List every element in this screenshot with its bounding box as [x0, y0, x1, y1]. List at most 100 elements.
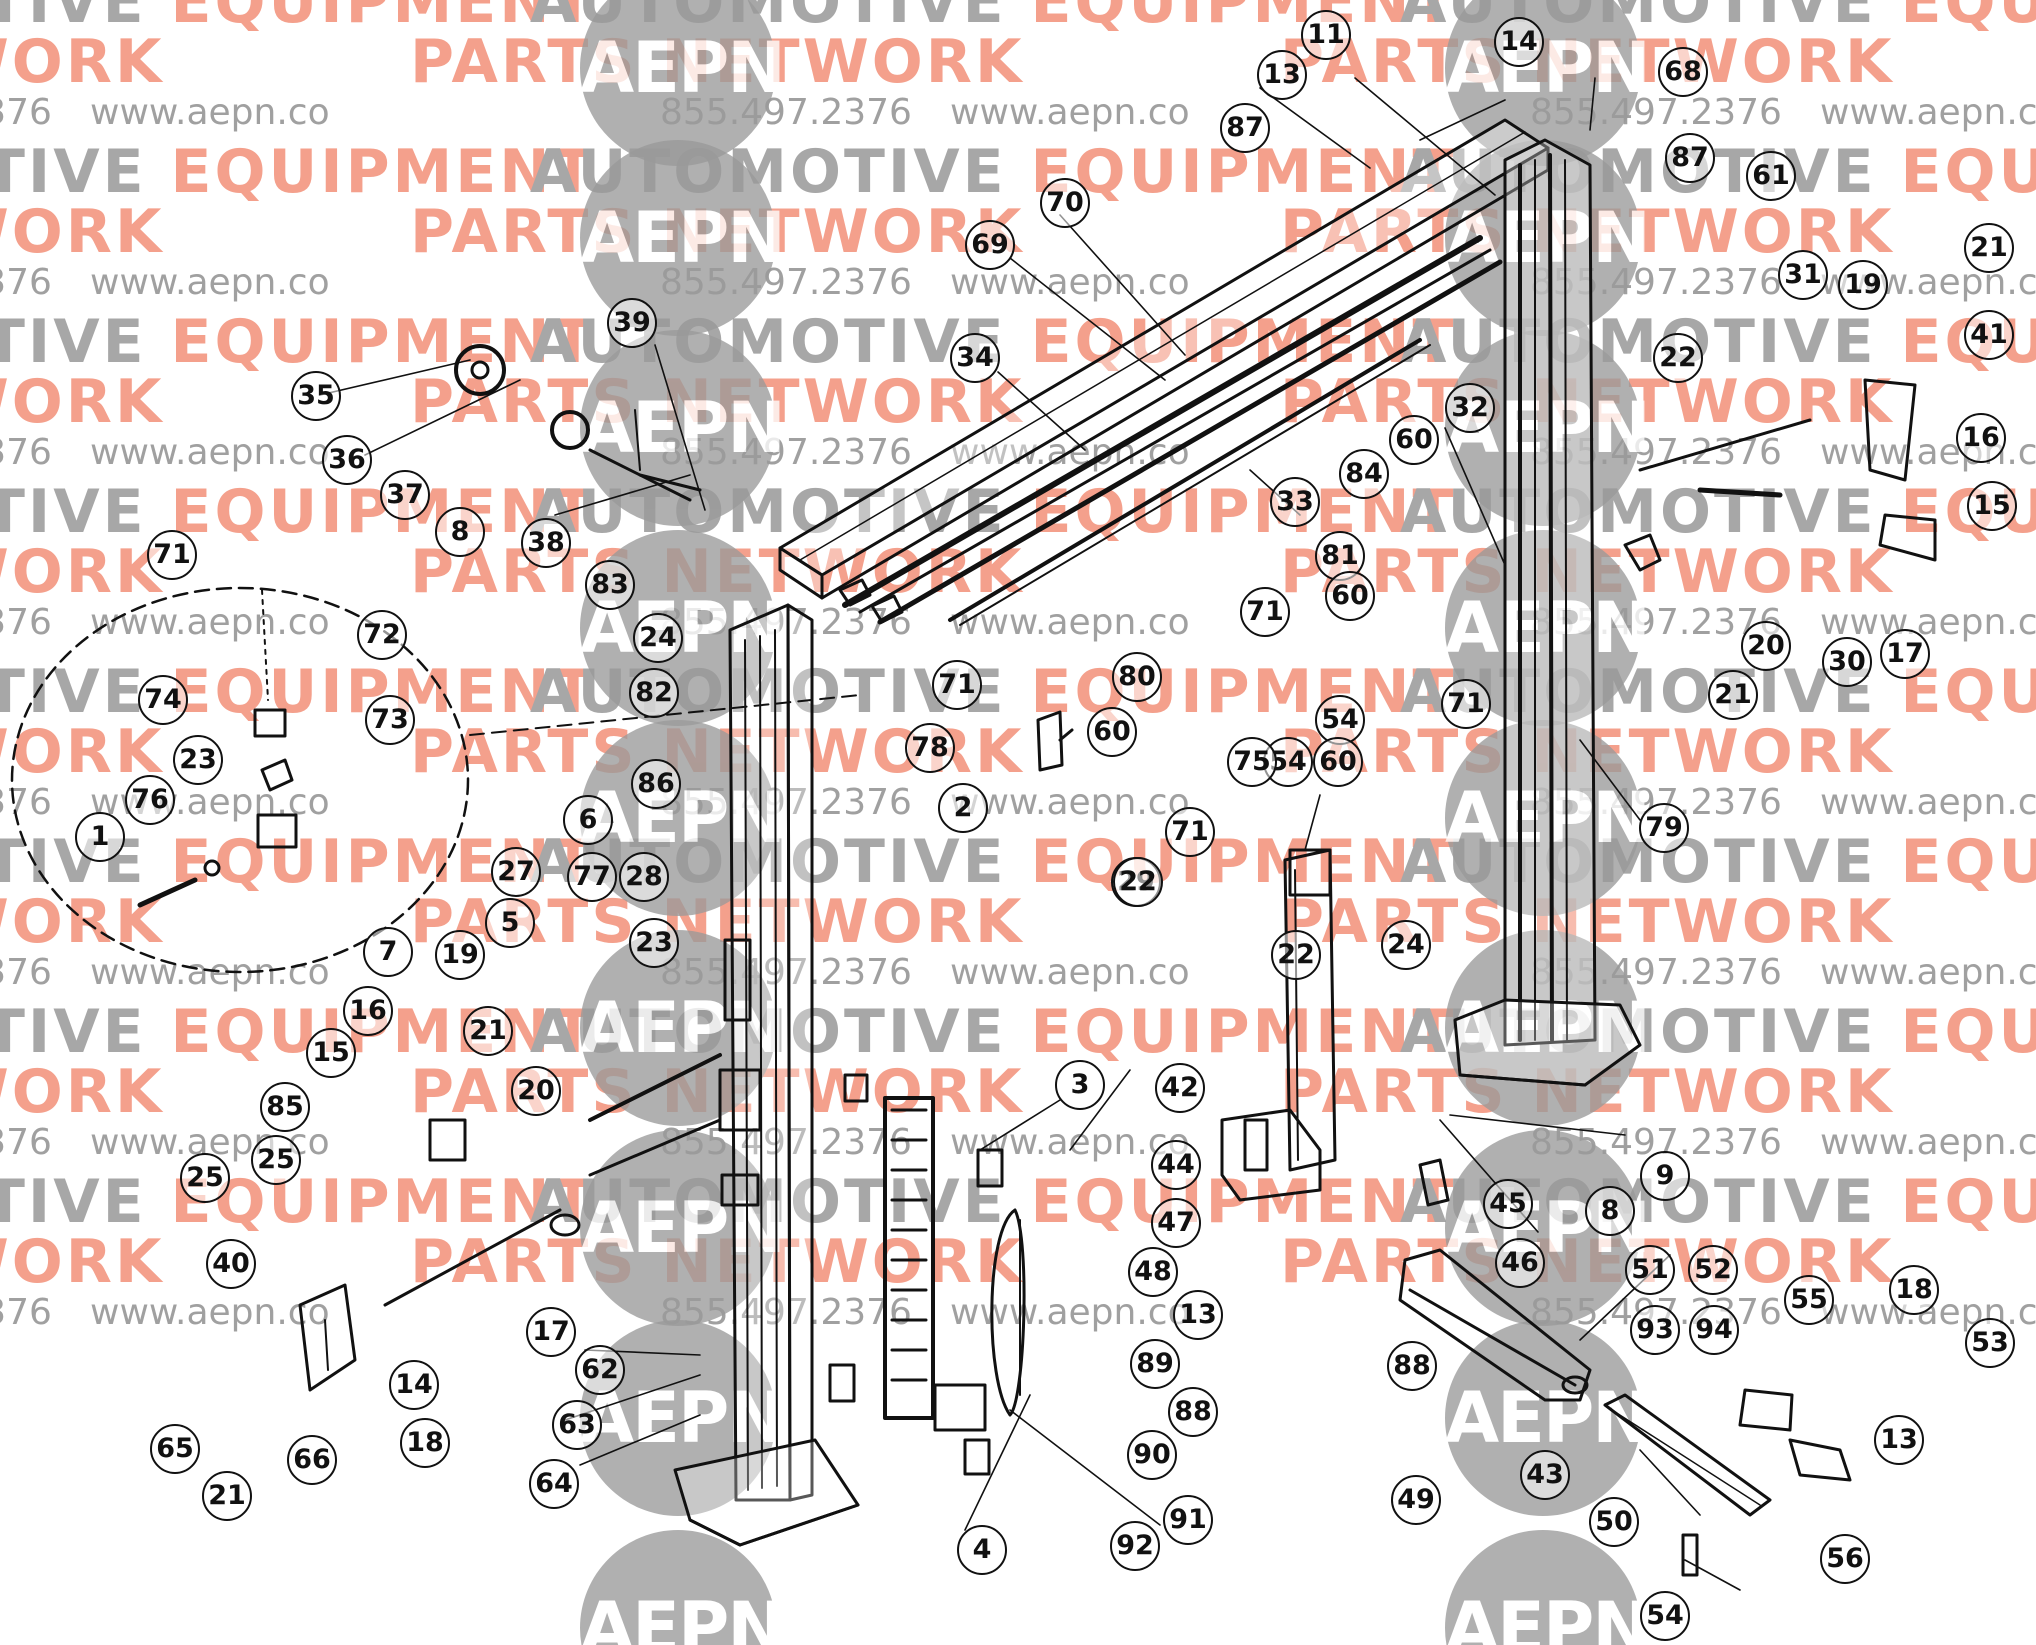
callout-31: 31: [1778, 250, 1828, 300]
callout-80: 80: [1112, 652, 1162, 702]
watermark-word-equipment: EQUIPMENT: [170, 307, 597, 377]
callout-94: 94: [1689, 1305, 1739, 1355]
aepn-logo-icon: AEPN: [580, 0, 786, 166]
watermark-line2: PARTS NETWORK: [0, 197, 165, 267]
callout-60: 60: [1087, 707, 1137, 757]
callout-11: 11: [1301, 10, 1351, 60]
callout-21: 21: [463, 1006, 513, 1056]
callout-55: 55: [1784, 1275, 1834, 1325]
watermark-website: www.aepn.co: [950, 602, 1190, 643]
callout-32: 32: [1445, 383, 1495, 433]
callout-19: 19: [1838, 260, 1888, 310]
watermark-word-automotive: AUTOMOTIVE: [0, 657, 147, 727]
callout-71: 71: [147, 530, 197, 580]
callout-92: 92: [1110, 1521, 1160, 1571]
callout-53: 53: [1965, 1318, 2015, 1368]
callout-22: 22: [1113, 857, 1163, 907]
callout-88: 88: [1387, 1341, 1437, 1391]
callout-71: 71: [932, 660, 982, 710]
watermark-line1: AUTOMOTIVE EQUIPMENT: [530, 480, 1456, 544]
callout-18: 18: [1889, 1265, 1939, 1315]
watermark-line1: AUTOMOTIVE EQUIPMENT: [0, 660, 596, 724]
watermark-website: www.aepn.co: [90, 262, 330, 303]
callout-21: 21: [1964, 223, 2014, 273]
watermark-word-equipment: EQUIPMENT: [1030, 0, 1457, 37]
callout-74: 74: [138, 675, 188, 725]
watermark-word-automotive: AUTOMOTIVE: [0, 137, 147, 207]
watermark-line2: PARTS NETWORK: [0, 717, 165, 787]
watermark-word-equipment: EQUIPMENT: [1900, 0, 2036, 37]
callout-22: 22: [1653, 333, 1703, 383]
lift-arm-right: [1398, 1158, 1772, 1517]
callout-21: 21: [1708, 670, 1758, 720]
callout-35: 35: [291, 371, 341, 421]
cable-bracket: [1036, 710, 1074, 772]
watermark-word-equipment: EQUIPMENT: [1900, 827, 2036, 897]
callout-14: 14: [1494, 17, 1544, 67]
watermark-website: www.aepn.co: [1820, 602, 2036, 643]
watermark-phone: 855.497.2376: [0, 952, 52, 993]
callout-66: 66: [287, 1435, 337, 1485]
watermark-word-equipment: EQUIPMENT: [1030, 997, 1457, 1067]
callout-56: 56: [1820, 1534, 1870, 1584]
watermark-website: www.aepn.co: [1820, 952, 2036, 993]
callout-76: 76: [125, 775, 175, 825]
callout-5: 5: [485, 898, 535, 948]
watermark-phone: 855.497.2376: [0, 92, 52, 133]
watermark-word-equipment: EQUIPMENT: [1030, 477, 1457, 547]
watermark-word-automotive: AUTOMOTIVE: [0, 0, 147, 37]
callout-40: 40: [206, 1239, 256, 1289]
callout-24: 24: [1381, 920, 1431, 970]
callout-63: 63: [552, 1400, 602, 1450]
callout-3: 3: [1055, 1060, 1105, 1110]
callout-2: 2: [938, 783, 988, 833]
watermark-line2: PARTS NETWORK: [0, 367, 165, 437]
callout-9: 9: [1640, 1151, 1690, 1201]
watermark-website: www.aepn.co: [90, 92, 330, 133]
callout-78: 78: [905, 723, 955, 773]
watermark-website: www.aepn.co: [1820, 1122, 2036, 1163]
watermark-website: www.aepn.co: [1820, 782, 2036, 823]
callout-21: 21: [202, 1471, 252, 1521]
callout-60: 60: [1325, 571, 1375, 621]
watermark-phone: 855.497.2376: [0, 1292, 52, 1333]
arm-restraint-left: [298, 1053, 722, 1392]
watermark-word-automotive: AUTOMOTIVE: [0, 997, 147, 1067]
arm-restraint-right: [1623, 378, 1937, 572]
callout-50: 50: [1589, 1497, 1639, 1547]
callout-62: 62: [575, 1345, 625, 1395]
callout-16: 16: [1956, 413, 2006, 463]
callout-45: 45: [1483, 1179, 1533, 1229]
callout-27: 27: [491, 847, 541, 897]
hose-assembly: [990, 1208, 1026, 1417]
detail-view-circle: [10, 586, 861, 974]
callout-60: 60: [1389, 415, 1439, 465]
watermark-website: www.aepn.co: [90, 602, 330, 643]
watermark-line1: AUTOMOTIVE EQUIPMENT: [0, 310, 596, 374]
callout-22: 22: [1271, 930, 1321, 980]
watermark-line2: PARTS NETWORK: [0, 27, 165, 97]
callout-28: 28: [619, 852, 669, 902]
watermark-word-equipment: EQUIPMENT: [170, 137, 597, 207]
watermark-website: www.aepn.co: [950, 1292, 1190, 1333]
callout-75: 75: [1227, 737, 1277, 787]
callout-87: 87: [1220, 103, 1270, 153]
callout-51: 51: [1625, 1245, 1675, 1295]
watermark-line2: PARTS NETWORK: [0, 1227, 165, 1297]
callout-17: 17: [526, 1307, 576, 1357]
watermark-line1: AUTOMOTIVE EQUIPMENT: [0, 140, 596, 204]
watermark-word-equipment: EQUIPMENT: [1030, 1167, 1457, 1237]
callout-37: 37: [380, 470, 430, 520]
callout-64: 64: [529, 1459, 579, 1509]
watermark-word-automotive: AUTOMOTIVE: [0, 477, 147, 547]
callout-47: 47: [1151, 1198, 1201, 1248]
leader-lines: [319, 77, 1741, 1591]
callout-6: 6: [563, 795, 613, 845]
aepn-logo-icon: AEPN: [580, 1130, 786, 1326]
callout-60: 60: [1313, 737, 1363, 787]
callout-24: 24: [633, 613, 683, 663]
callout-68: 68: [1658, 47, 1708, 97]
watermark-website: www.aepn.co: [90, 432, 330, 473]
aepn-logo-icon: AEPN: [1445, 0, 1651, 166]
callout-70: 70: [1040, 178, 1090, 228]
